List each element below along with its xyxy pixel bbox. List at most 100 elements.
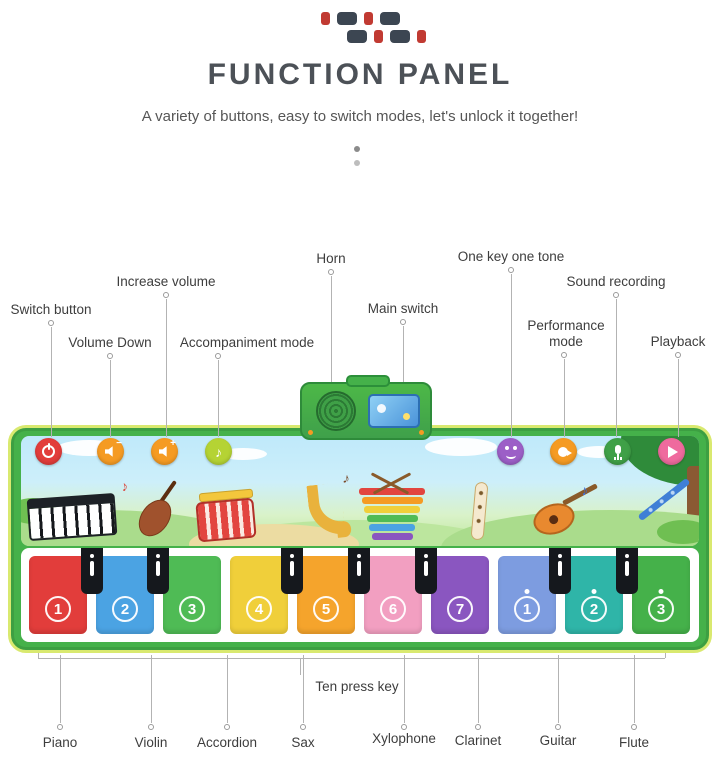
callout-marker xyxy=(48,320,54,326)
screw-dot xyxy=(308,430,313,435)
piano-key-8: 1 xyxy=(496,554,558,636)
label-line xyxy=(151,655,152,723)
decor-dash xyxy=(379,12,400,25)
piano-key-10: 3 xyxy=(630,554,692,636)
bracket-line xyxy=(38,658,665,659)
key-number: 3 xyxy=(179,596,205,622)
callout-marker xyxy=(508,267,514,273)
callout-line xyxy=(110,360,111,437)
callout-line xyxy=(51,327,52,437)
octave-dot xyxy=(591,589,597,594)
plus-icon: + xyxy=(170,438,176,449)
piano-key-9: 2 xyxy=(563,554,625,636)
page-title: FUNCTION PANEL xyxy=(207,58,513,91)
callout-marker xyxy=(215,353,221,359)
music-note-decoration: ♪ xyxy=(119,477,130,495)
callout-marker xyxy=(613,292,619,298)
playback-button xyxy=(658,438,685,465)
volume-up-button: + xyxy=(151,438,178,465)
label-sax: Sax xyxy=(291,735,315,750)
dot xyxy=(354,146,360,152)
label-marker xyxy=(57,724,63,730)
black-key xyxy=(281,548,303,594)
decor-dash xyxy=(363,12,373,25)
callout-volume-down: Volume Down xyxy=(68,335,152,350)
decor-dash xyxy=(346,30,367,43)
decor-dash xyxy=(320,12,330,25)
label-line xyxy=(227,655,228,723)
bracket-connector xyxy=(300,659,301,675)
callout-marker xyxy=(675,352,681,358)
xylophone-bar xyxy=(359,488,425,495)
callout-line xyxy=(616,299,617,437)
label-marker xyxy=(300,724,306,730)
label-line xyxy=(558,655,559,723)
xylophone-bar xyxy=(361,497,423,504)
music-note-icon: ♪ xyxy=(215,443,222,460)
decor-row-1 xyxy=(0,12,720,25)
label-marker xyxy=(401,724,407,730)
volume-down-icon xyxy=(104,446,113,457)
key-number: 6 xyxy=(380,596,406,622)
callout-line xyxy=(678,359,679,437)
cloud xyxy=(425,438,497,456)
black-key xyxy=(549,548,571,594)
label-marker xyxy=(631,724,637,730)
bird-icon xyxy=(557,446,572,458)
key-number: 7 xyxy=(447,596,473,622)
screw-dot xyxy=(419,430,424,435)
callout-sound-recording: Sound recording xyxy=(566,274,666,289)
label-line xyxy=(478,655,479,723)
speaker-screen xyxy=(368,394,420,428)
label-guitar: Guitar xyxy=(539,733,577,748)
power-button xyxy=(35,438,62,465)
xylophone-bar xyxy=(371,533,413,540)
separator-dots xyxy=(354,146,360,166)
key-number: 3 xyxy=(648,589,674,622)
octave-dot xyxy=(658,589,664,594)
piano-key-5: 5 xyxy=(295,554,357,636)
callout-increase-volume: Increase volume xyxy=(116,274,216,289)
bracket-tick xyxy=(38,653,39,658)
bracket-tick xyxy=(665,653,666,658)
piano-key-3: 3 xyxy=(161,554,223,636)
accompaniment-button: ♪ xyxy=(205,438,232,465)
decorative-dashes xyxy=(0,12,720,48)
key-number: 2 xyxy=(112,596,138,622)
label-flute: Flute xyxy=(618,735,650,750)
callout-marker xyxy=(328,269,334,275)
volume-up-icon xyxy=(158,446,167,457)
callout-marker xyxy=(163,292,169,298)
label-clarinet: Clarinet xyxy=(454,733,502,748)
performance-mode-button xyxy=(550,438,577,465)
piano-key-7: 7 xyxy=(429,554,491,636)
callout-line xyxy=(403,326,404,392)
speaker-unit xyxy=(300,375,432,440)
label-marker xyxy=(224,724,230,730)
label-violin: Violin xyxy=(134,735,168,750)
label-piano: Piano xyxy=(42,735,78,750)
key-number: 4 xyxy=(246,596,272,622)
decor-dash xyxy=(336,12,357,25)
music-note-decoration: ♪ xyxy=(341,469,352,487)
callout-switch-button: Switch button xyxy=(10,302,92,317)
callout-playback: Playback xyxy=(650,334,706,349)
bush xyxy=(657,520,699,544)
keyboard-area: 1 2 3 4 5 6 7 1 2 3 xyxy=(21,548,699,642)
xylophone-bar xyxy=(366,515,418,522)
key-number: 1 xyxy=(514,589,540,622)
xylophone-bar xyxy=(369,524,415,531)
callout-line xyxy=(511,274,512,437)
horn-speaker-icon xyxy=(316,391,356,431)
label-marker xyxy=(555,724,561,730)
decor-row-2 xyxy=(26,30,720,43)
callout-accompaniment-mode: Accompaniment mode xyxy=(179,335,315,350)
label-line xyxy=(634,655,635,723)
callout-main-switch: Main switch xyxy=(367,301,439,316)
piano-key-4: 4 xyxy=(228,554,290,636)
decor-dash xyxy=(416,30,426,43)
volume-down-button: − xyxy=(97,438,124,465)
mat-scene: ♪ ♪ ♪ − + ♪ xyxy=(21,436,699,546)
black-key xyxy=(616,548,638,594)
